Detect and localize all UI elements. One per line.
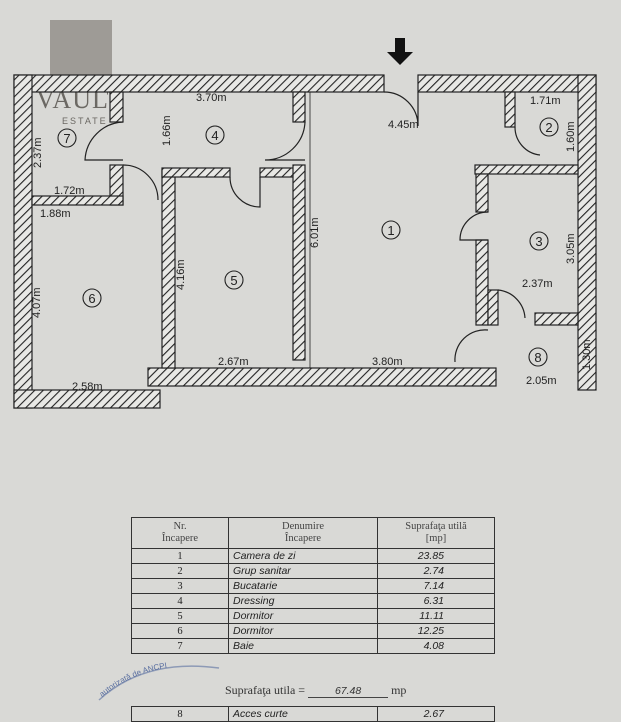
room-3-label: 3 (535, 234, 542, 249)
door-swings (84, 91, 541, 368)
rooms-table: Nr. Încapere Denumire Încapere Suprafaţa… (131, 517, 495, 654)
dimension: 3.05m (565, 233, 577, 264)
walls (13, 74, 597, 409)
dimension: 2.37m (522, 278, 553, 290)
room-2-label: 2 (545, 120, 552, 135)
total-value: 67.48 (308, 685, 389, 698)
dimension: 2.37m (32, 137, 44, 168)
row-nr: 6 (131, 623, 229, 639)
dimension: 1.71m (530, 95, 561, 107)
floor-plan: 1 2 3 4 5 6 7 8 3.70m 4.45m 1.71m 1.60m … (13, 38, 597, 409)
dimension: 1.30m (581, 339, 593, 370)
row-nr: 4 (131, 593, 229, 609)
dimension: 1.60m (565, 121, 577, 152)
room-7-label: 7 (63, 131, 70, 146)
dimension: 1.88m (40, 208, 71, 220)
total-unit: mp (391, 683, 407, 697)
header-nr: Nr. Încapere (131, 517, 229, 549)
svg-text:autorizată de ANCPI: autorizată de ANCPI (98, 661, 168, 699)
vault-estate-logo (50, 20, 112, 80)
row-name: Acces curte (228, 706, 378, 722)
row-name: Camera de zi (228, 548, 378, 564)
dimension: 6.01m (309, 217, 321, 248)
row-nr: 2 (131, 563, 229, 579)
room-4-label: 4 (211, 128, 218, 143)
row-name: Bucatarie (228, 578, 378, 594)
row-area: 2.74 (377, 563, 495, 579)
row-nr: 8 (131, 706, 229, 722)
room-1-label: 1 (387, 223, 394, 238)
row-nr: 1 (131, 548, 229, 564)
header-name: Denumire Încapere (228, 517, 378, 549)
dimension: 2.58m (72, 381, 103, 393)
stamp-text: autorizată de ANCPI (98, 661, 168, 699)
row-name: Baie (228, 638, 378, 654)
room-5-label: 5 (230, 273, 237, 288)
dimension: 1.72m (54, 185, 85, 197)
row-area: 12.25 (377, 623, 495, 639)
dimension: 4.07m (31, 287, 43, 318)
room-6-label: 6 (88, 291, 95, 306)
room-labels: 1 2 3 4 5 6 7 8 (57, 117, 559, 367)
room-8-label: 8 (534, 350, 541, 365)
row-nr: 3 (131, 578, 229, 594)
row-nr: 5 (131, 608, 229, 624)
entrance-arrow-icon (387, 38, 413, 65)
dimension: 4.16m (175, 259, 187, 290)
dimension: 2.05m (526, 375, 557, 387)
row-name: Grup sanitar (228, 563, 378, 579)
row-area: 11.11 (377, 608, 495, 624)
logo-subtext: ESTATE (62, 116, 108, 126)
row-nr: 7 (131, 638, 229, 654)
dimension-labels: 3.70m 4.45m 1.71m 1.60m 2.37m 1.66m 1.72… (31, 92, 593, 393)
table-header-row: Nr. Încapere Denumire Încapere Suprafaţa… (131, 517, 495, 549)
row-area: 2.67 (377, 706, 495, 722)
dimension: 4.45m (388, 119, 419, 131)
row-name: Dressing (228, 593, 378, 609)
dimension: 3.80m (372, 356, 403, 368)
row-area: 6.31 (377, 593, 495, 609)
row-name: Dormitor (228, 623, 378, 639)
dimension: 2.67m (218, 356, 249, 368)
row-name: Dormitor (228, 608, 378, 624)
total-area: Suprafaţa utila = 67.48 mp (225, 683, 406, 698)
row-area: 4.08 (377, 638, 495, 654)
dimension: 3.70m (196, 92, 227, 104)
ancpi-stamp: autorizată de ANCPI (98, 661, 220, 701)
row-area: 7.14 (377, 578, 495, 594)
dimension: 1.66m (161, 115, 173, 146)
total-label: Suprafaţa utila = (225, 683, 306, 697)
header-area: Suprafaţa utilă [mp] (377, 517, 495, 549)
row-area: 23.85 (377, 548, 495, 564)
